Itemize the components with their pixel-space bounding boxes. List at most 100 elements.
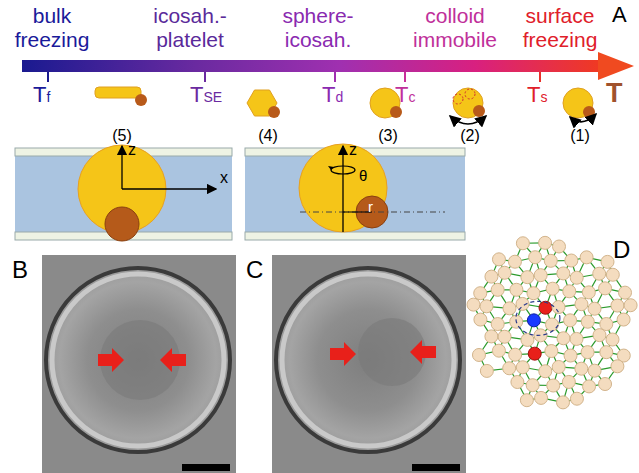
lattice-particle bbox=[581, 315, 594, 328]
lattice-particle bbox=[624, 299, 637, 312]
lattice-particle bbox=[485, 330, 498, 343]
lattice-particle bbox=[545, 345, 558, 358]
lattice-particle bbox=[491, 318, 504, 331]
callout-number: (1) bbox=[560, 127, 600, 145]
lattice-particle bbox=[511, 376, 524, 389]
micrograph-b bbox=[42, 255, 236, 473]
lattice-particle bbox=[467, 298, 480, 311]
lattice-particle bbox=[553, 240, 566, 253]
lattice-particle bbox=[480, 364, 493, 377]
lattice-particle bbox=[508, 255, 521, 268]
lattice-particle bbox=[611, 299, 624, 312]
lattice-particle bbox=[498, 266, 511, 279]
panel-letter: A bbox=[612, 2, 627, 27]
temperature-label: Td bbox=[322, 82, 343, 110]
temperature-label: Tc bbox=[395, 82, 415, 110]
lattice-particle bbox=[570, 271, 583, 284]
phase-label: surface freezing bbox=[510, 4, 610, 52]
lattice-particle bbox=[546, 318, 559, 331]
lattice-particle bbox=[556, 396, 569, 409]
lattice-particle bbox=[492, 344, 505, 357]
lattice-particle bbox=[575, 362, 588, 375]
lattice-particle bbox=[547, 379, 560, 392]
lattice-particle bbox=[480, 300, 493, 313]
lattice-particle bbox=[588, 302, 601, 315]
lattice-particle bbox=[593, 329, 606, 342]
phase-label: icosah.-platelet bbox=[148, 4, 232, 52]
lattice-particle bbox=[593, 267, 606, 280]
lattice-particle bbox=[503, 362, 516, 375]
lattice-particle bbox=[546, 282, 559, 295]
temperature-label: Ts bbox=[527, 82, 547, 110]
lattice-particle bbox=[563, 285, 576, 298]
lattice-particle bbox=[492, 253, 505, 266]
lattice-particle bbox=[539, 301, 552, 314]
lattice-particle bbox=[564, 314, 577, 327]
lattice-particle bbox=[491, 283, 504, 296]
panel-letter: D bbox=[613, 236, 630, 263]
lattice-particle bbox=[526, 379, 539, 392]
panel-letter: B bbox=[12, 256, 28, 283]
lattice-particle bbox=[472, 348, 485, 361]
schematic-b bbox=[15, 145, 232, 241]
lattice-particle bbox=[588, 364, 601, 377]
phase-label: bulk freezing bbox=[2, 4, 102, 52]
lattice-particle bbox=[485, 270, 498, 283]
lattice-particle bbox=[520, 394, 533, 407]
lattice-particle bbox=[527, 287, 540, 300]
lattice-particle bbox=[570, 332, 583, 345]
lattice-particle bbox=[580, 251, 593, 264]
axis-label: z bbox=[349, 141, 357, 159]
micrograph-c bbox=[272, 255, 466, 473]
axis-label: r bbox=[368, 198, 373, 215]
lattice-particle bbox=[534, 329, 547, 342]
lattice-particle bbox=[611, 360, 624, 373]
lattice-particle bbox=[509, 348, 522, 361]
bar-arrowhead bbox=[598, 52, 634, 80]
lattice-particle bbox=[575, 298, 588, 311]
lattice-particle bbox=[535, 391, 548, 404]
lattice-particle bbox=[474, 313, 487, 326]
defect-circle bbox=[516, 301, 560, 335]
lattice-particle bbox=[539, 236, 552, 249]
lattice-particle bbox=[527, 314, 540, 327]
lattice-particle bbox=[599, 282, 612, 295]
lattice-particle bbox=[510, 283, 523, 296]
lattice-particle bbox=[557, 332, 570, 345]
phase-label: colloid immobile bbox=[405, 4, 505, 52]
lattice-particle bbox=[521, 271, 534, 284]
lattice-particle bbox=[564, 349, 577, 362]
schematic-c bbox=[245, 144, 465, 240]
panel-letter: C bbox=[246, 256, 263, 283]
callout-number: (2) bbox=[450, 127, 490, 145]
lattice-particle bbox=[539, 365, 552, 378]
lattice-particle bbox=[528, 347, 541, 360]
lattice-particle bbox=[544, 254, 557, 267]
lattice-particle bbox=[619, 286, 632, 299]
callout-number: (4) bbox=[248, 127, 288, 145]
axis-label: x bbox=[220, 169, 228, 187]
lattice-particle bbox=[474, 287, 487, 300]
lattice-particle bbox=[606, 333, 619, 346]
callout-number: (3) bbox=[368, 127, 408, 145]
lattice-particle bbox=[562, 375, 575, 388]
callout-number: (5) bbox=[102, 127, 142, 145]
lattice-particle bbox=[583, 380, 596, 393]
lattice-particle bbox=[516, 237, 529, 250]
phase-label: sphere-icosah. bbox=[276, 4, 360, 52]
shape-icons bbox=[95, 87, 596, 124]
lattice-particle bbox=[601, 255, 614, 268]
axis-label: T bbox=[606, 78, 623, 108]
lattice-drawing bbox=[467, 236, 637, 409]
lattice-particle bbox=[503, 302, 516, 315]
lattice-particle bbox=[617, 313, 630, 326]
lattice-particle bbox=[521, 333, 534, 346]
temperature-label: Tf bbox=[33, 82, 50, 110]
lattice-particle bbox=[606, 268, 619, 281]
axis-label: θ bbox=[359, 167, 367, 184]
lattice-particle bbox=[570, 392, 583, 405]
temperature-bar bbox=[22, 60, 602, 72]
lattice-particle bbox=[581, 346, 594, 359]
lattice-particle bbox=[516, 361, 529, 374]
